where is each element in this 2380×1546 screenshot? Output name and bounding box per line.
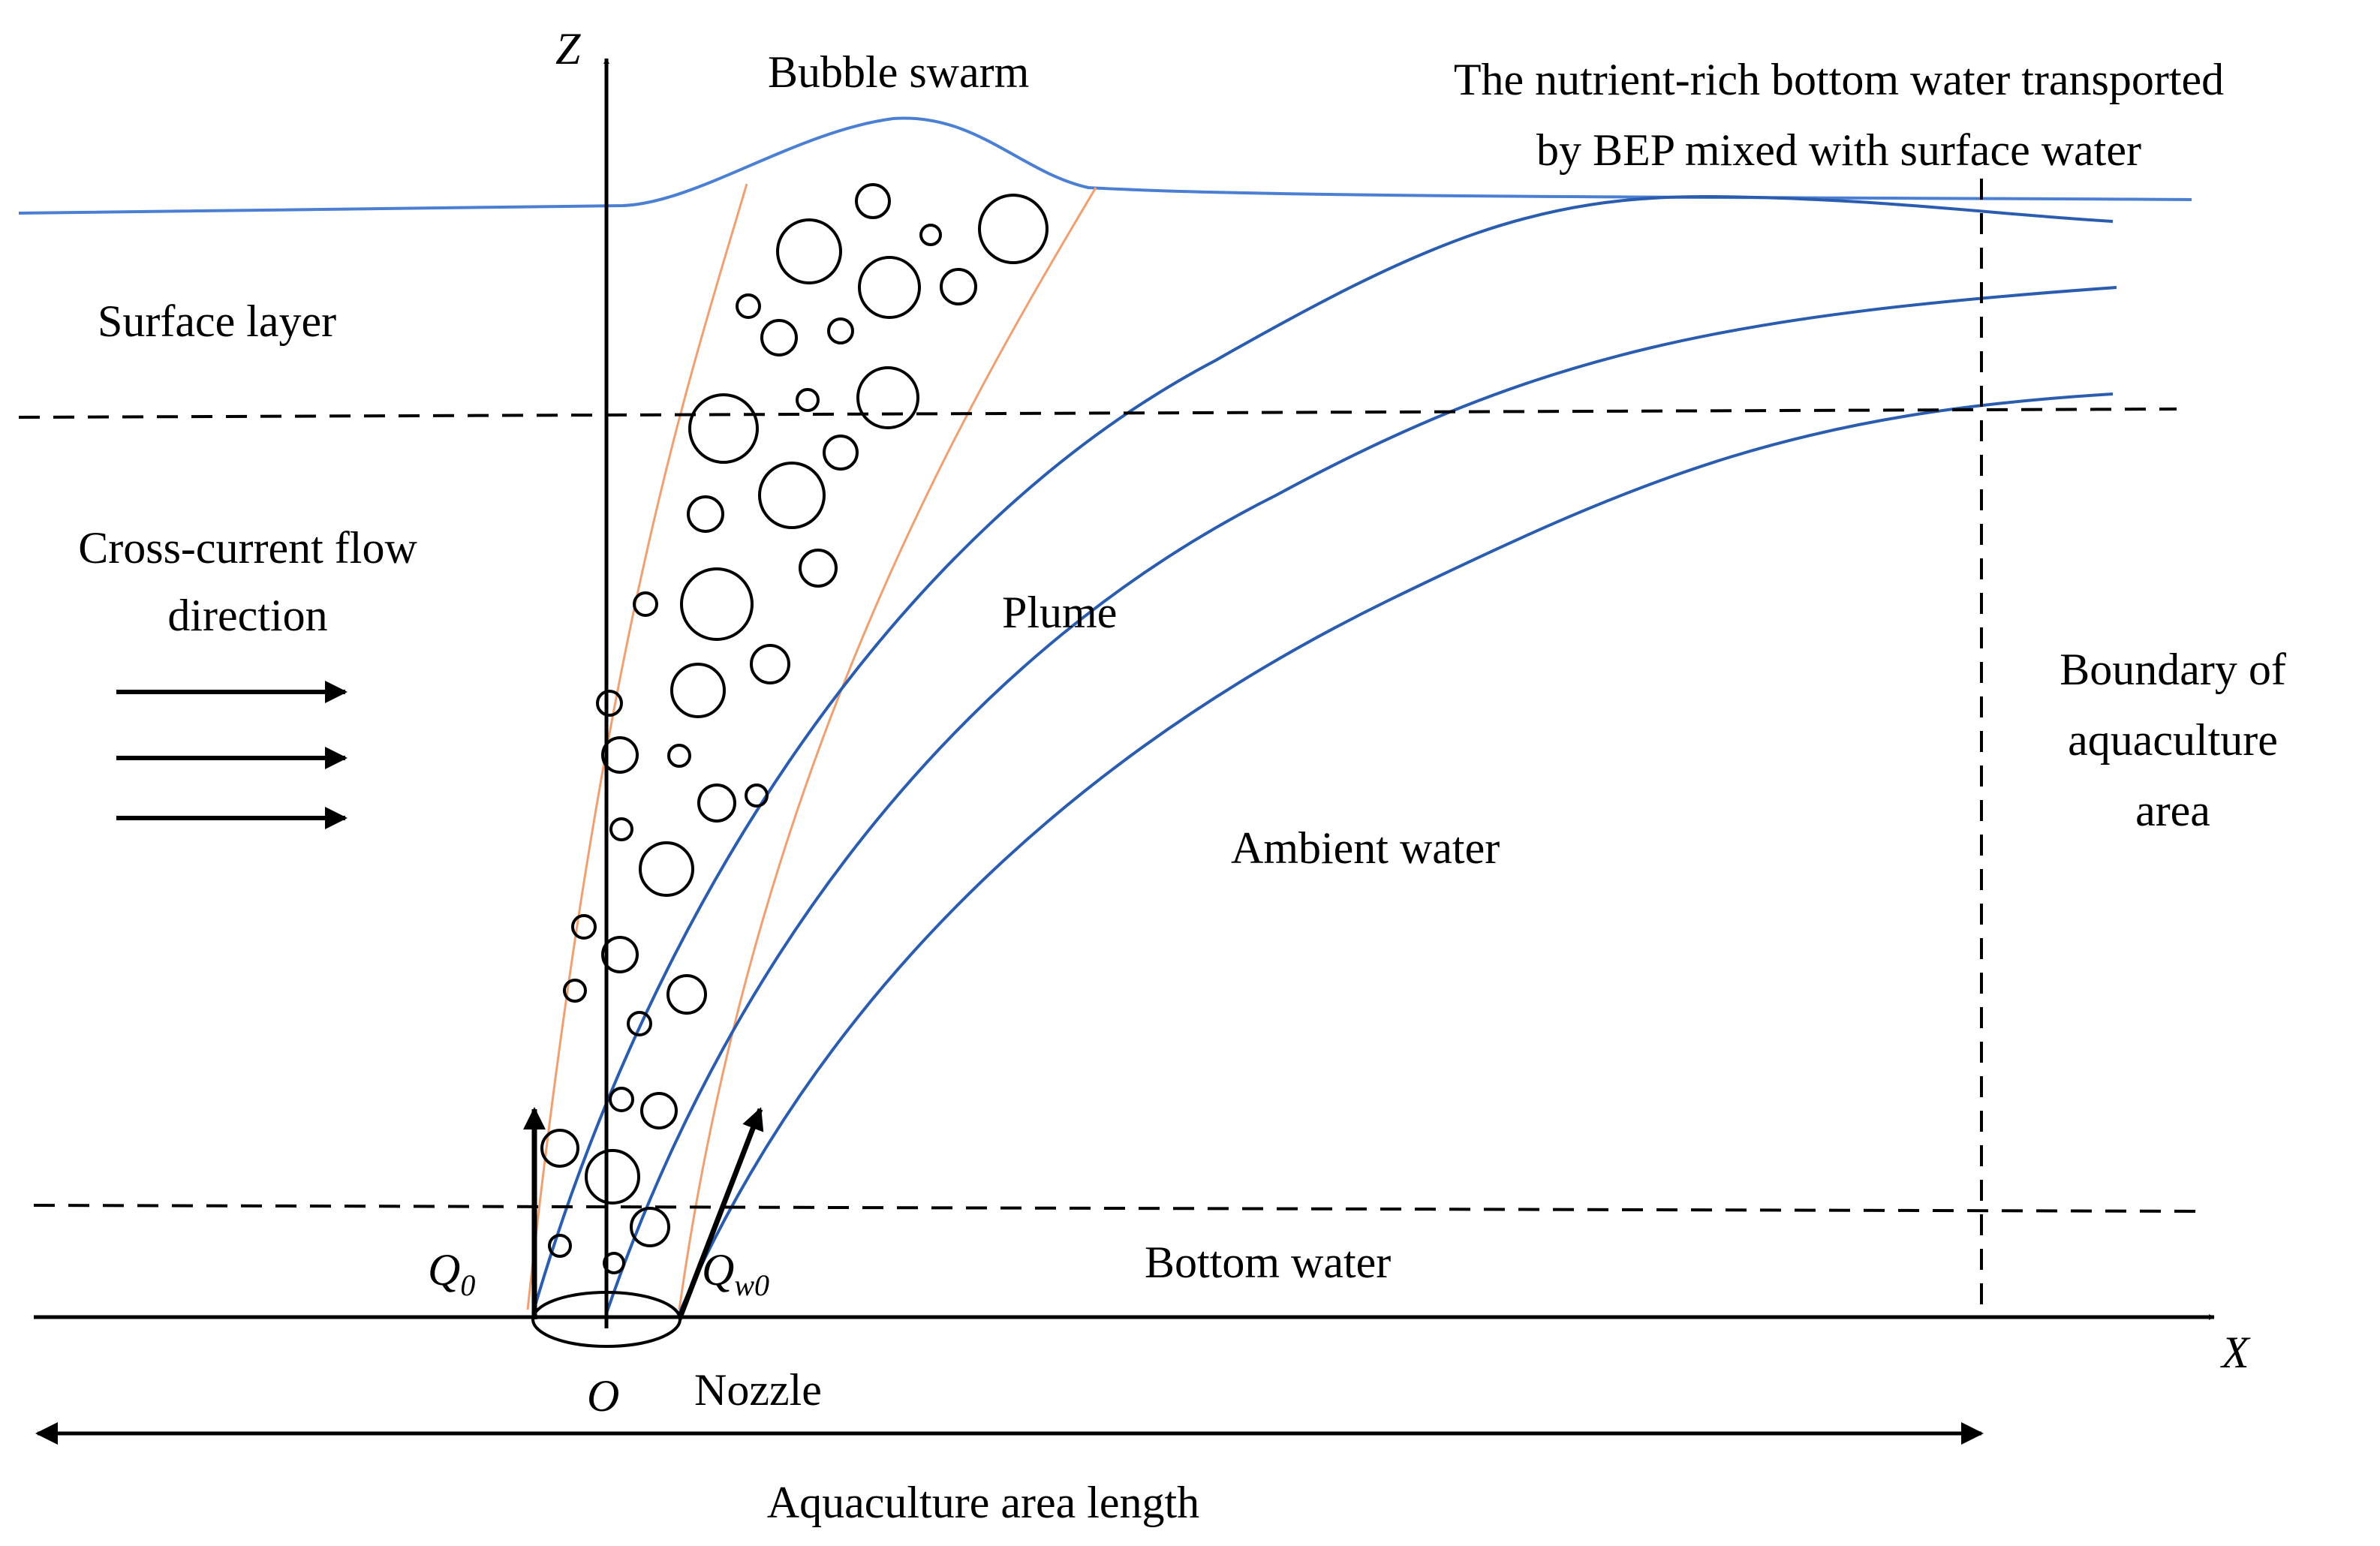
nozzle-label: Nozzle (694, 1365, 822, 1415)
bubble (855, 183, 891, 219)
cross-current-label-line2: direction (167, 591, 327, 640)
bubble (758, 462, 826, 529)
bubble (548, 1234, 572, 1258)
bubble (827, 317, 854, 344)
q0-label: Q0 (428, 1245, 475, 1302)
mixed-water-label-line2: by BEP mixed with surface water (1536, 125, 2141, 175)
z-axis-label: Z (555, 24, 581, 74)
surface-layer-boundary (18, 408, 2177, 419)
bubble (639, 841, 694, 897)
q0-main: Q (428, 1245, 460, 1295)
bubble (666, 974, 707, 1015)
bubble (776, 218, 842, 284)
boundary-label-line1: Boundary of (2060, 645, 2286, 694)
bubble (680, 567, 754, 641)
plume-label: Plume (1002, 588, 1117, 637)
bubble (745, 784, 769, 808)
q0-subscript: 0 (460, 1268, 475, 1302)
x-axis-label: X (2220, 1328, 2251, 1377)
plume-line-2 (605, 286, 2117, 1314)
bubble (799, 549, 838, 588)
bubble (796, 388, 820, 412)
bubble (603, 1252, 625, 1274)
bubble (609, 817, 633, 841)
bubble (978, 194, 1049, 264)
qw0-main: Q (702, 1245, 734, 1295)
bubble (633, 591, 658, 617)
plume-line-3 (678, 393, 2114, 1314)
bubble (940, 268, 977, 305)
bubble (670, 663, 726, 718)
cross-current-label-line1: Cross-current flow (78, 523, 417, 573)
swarm-boundary-right (678, 187, 1097, 1310)
qw0-arrow (676, 1107, 764, 1321)
bubble (687, 495, 724, 533)
bubble (571, 914, 597, 940)
origin-label: O (587, 1371, 619, 1421)
bubble (736, 293, 761, 319)
qw0-subscript: w0 (734, 1268, 769, 1302)
bubble (760, 319, 798, 356)
bubble (688, 393, 759, 464)
bubble-swarm-label: Bubble swarm (768, 47, 1029, 97)
bubble (627, 1011, 652, 1036)
bubble (563, 979, 587, 1003)
boundary-label-line2: aquaculture (2068, 715, 2278, 765)
aquaculture-length-label: Aquaculture area length (767, 1478, 1199, 1527)
bottom-water-label: Bottom water (1145, 1238, 1391, 1287)
qw0-label: Qw0 (702, 1245, 769, 1302)
bubble (667, 744, 691, 768)
bubble (750, 644, 790, 684)
bubble (919, 224, 942, 246)
boundary-label-line3: area (2135, 786, 2210, 835)
bottom-layer-boundary (33, 1204, 2196, 1213)
swarm-boundary-left (526, 183, 748, 1310)
bubble-group (540, 183, 1049, 1274)
bubble (630, 1207, 670, 1247)
ambient-water-label: Ambient water (1231, 823, 1500, 873)
mixed-water-label-line1: The nutrient-rich bottom water transport… (1454, 55, 2224, 104)
bubble (596, 690, 623, 717)
bubble (540, 1129, 579, 1168)
surface-layer-label: Surface layer (98, 296, 336, 346)
bubble (609, 1087, 634, 1112)
bubble (601, 736, 639, 774)
bubble (585, 1149, 640, 1205)
bubble (640, 1092, 678, 1129)
bubble (858, 256, 921, 319)
bubble (601, 936, 639, 973)
bubble (697, 784, 736, 823)
plume-line-1 (531, 194, 2114, 1314)
bubble (856, 366, 919, 429)
bubble (823, 435, 859, 471)
